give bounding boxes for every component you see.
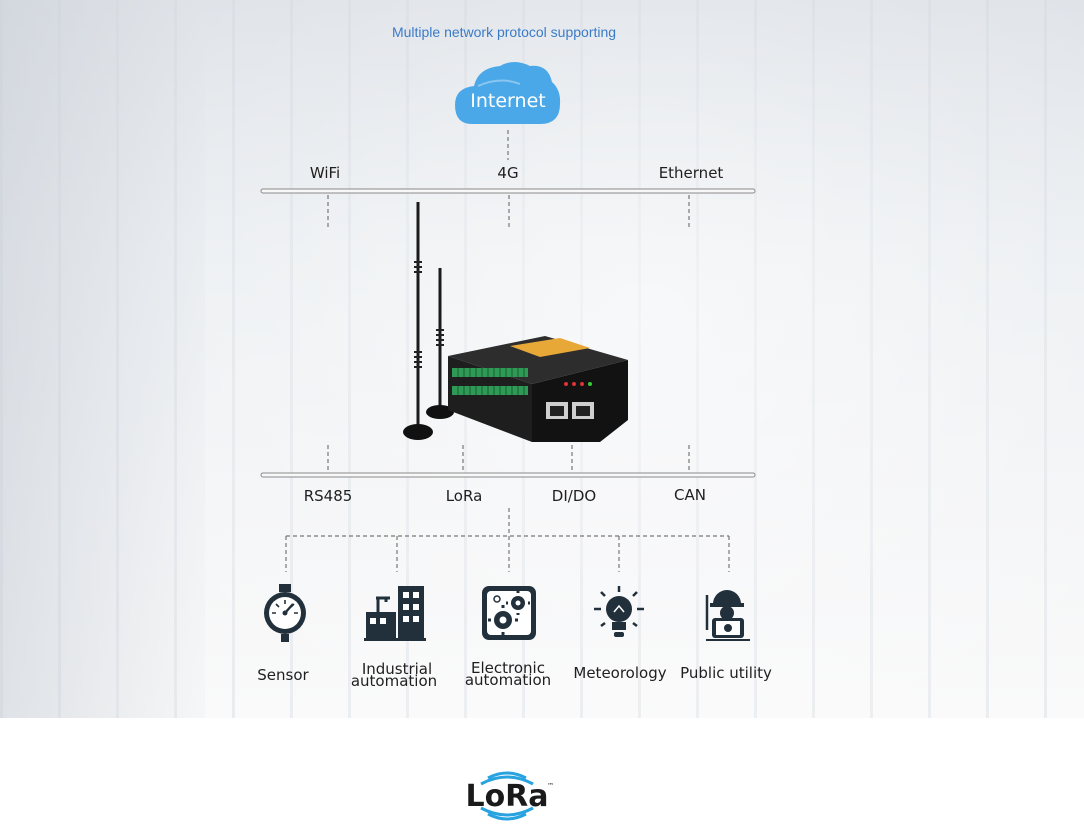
protocol-label-ethernet: Ethernet bbox=[659, 164, 724, 182]
app-label-industrial-line2: automation bbox=[351, 672, 437, 690]
engineer-icon bbox=[705, 590, 750, 641]
protocol-label-lora: LoRa bbox=[446, 487, 483, 505]
gateway-device-icon bbox=[403, 202, 628, 442]
protocol-label-4g: 4G bbox=[497, 164, 518, 182]
internet-cloud-icon bbox=[455, 62, 561, 124]
bottom-bus-bar bbox=[260, 472, 756, 478]
lora-logo-trademark: ™ bbox=[547, 782, 554, 790]
page-heading: Multiple network protocol supporting bbox=[391, 24, 617, 40]
app-label-electronic: Electronic bbox=[471, 659, 545, 677]
protocol-label-dido: DI/DO bbox=[552, 487, 596, 505]
app-label-meteorology: Meteorology bbox=[573, 664, 666, 682]
cloud-label: Internet bbox=[470, 90, 545, 112]
gears-chip-icon bbox=[482, 586, 536, 640]
app-label-sensor: Sensor bbox=[257, 666, 309, 684]
app-label-public-utility: Public utility bbox=[680, 664, 772, 682]
pressure-gauge-icon bbox=[264, 584, 306, 642]
protocol-label-rs485: RS485 bbox=[304, 487, 353, 505]
sun-bulb-icon bbox=[594, 586, 644, 637]
app-label-electronic-line2: automation bbox=[465, 671, 551, 689]
lora-logo-text: LoRa bbox=[465, 779, 548, 814]
app-label-industrial: Industrial bbox=[362, 660, 432, 678]
factory-icon bbox=[364, 586, 426, 641]
top-bus-bar bbox=[260, 188, 756, 194]
protocol-label-can: CAN bbox=[674, 486, 706, 504]
lora-logo-icon: LoRa ™ bbox=[465, 771, 554, 821]
protocol-label-wifi: WiFi bbox=[310, 164, 340, 182]
